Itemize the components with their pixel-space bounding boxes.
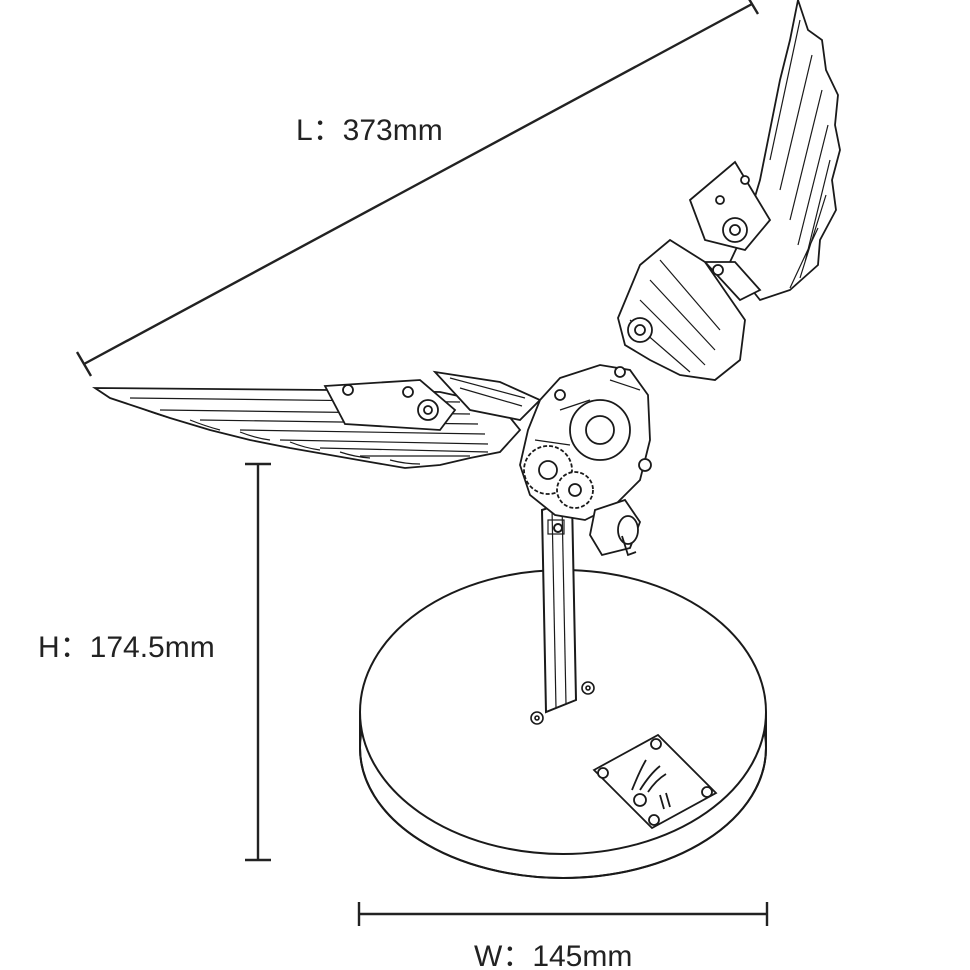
width-label: W：145mm bbox=[474, 940, 632, 970]
tail-motor bbox=[589, 498, 642, 557]
height-label: H：174.5mm bbox=[38, 631, 215, 664]
right-wing-upper-plate bbox=[688, 160, 772, 252]
length-tick-start bbox=[75, 351, 93, 377]
height-dimension bbox=[245, 462, 271, 862]
length-tick-end bbox=[748, 0, 760, 15]
right-wing-mid bbox=[617, 238, 746, 381]
badge-plate bbox=[592, 733, 718, 830]
left-wing bbox=[91, 370, 542, 469]
side-gear bbox=[556, 471, 594, 509]
support-pole bbox=[540, 498, 578, 714]
width-dimension bbox=[357, 902, 769, 926]
right-wing bbox=[617, 0, 841, 381]
length-dimension-line bbox=[83, 2, 753, 366]
base-screws bbox=[530, 681, 595, 725]
right-wing-tip bbox=[728, 0, 841, 302]
body-mechanism bbox=[519, 364, 652, 521]
display-base bbox=[359, 569, 767, 879]
length-dimension bbox=[75, 0, 760, 377]
length-label: L：373mm bbox=[296, 114, 443, 147]
main-gear bbox=[569, 399, 631, 461]
